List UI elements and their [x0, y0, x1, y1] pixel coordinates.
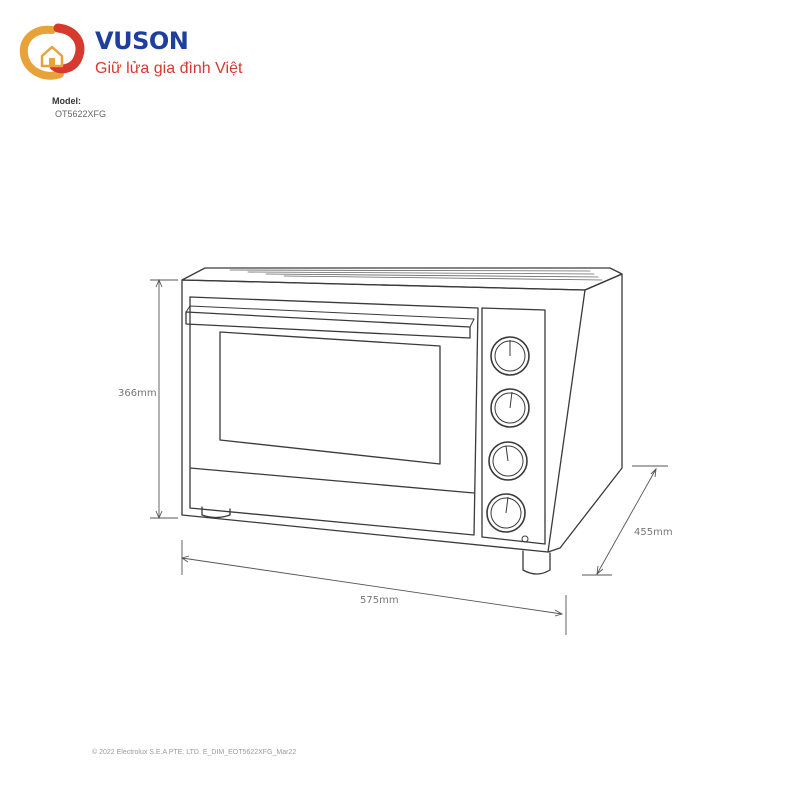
width-dim-line: [181, 557, 563, 615]
oven-window: [219, 331, 441, 465]
oven-door: [189, 296, 479, 536]
indicator-light: [521, 535, 529, 543]
foot-right: [522, 550, 551, 575]
vuson-logo-icon: [19, 23, 85, 80]
depth-dim-line: [596, 468, 657, 575]
copyright-footer: © 2022 Electrolux S.E.A PTE. LTD. E_DIM_…: [92, 749, 297, 756]
width-dimension-label: 575mm: [360, 595, 399, 606]
height-dimension-label: 366mm: [118, 388, 157, 399]
door-handle: [185, 311, 471, 339]
brand-name: VUSON: [95, 27, 189, 55]
brand-slogan: Giữ lửa gia đình Việt: [95, 60, 243, 77]
model-code: OT5622XFG: [55, 109, 107, 119]
oven-front: [181, 279, 586, 553]
model-label: Model:: [52, 96, 81, 106]
oven-right-side: [547, 273, 623, 553]
control-panel: [481, 307, 546, 545]
foot-left: [201, 506, 231, 519]
depth-dimension-label: 455mm: [634, 527, 673, 538]
